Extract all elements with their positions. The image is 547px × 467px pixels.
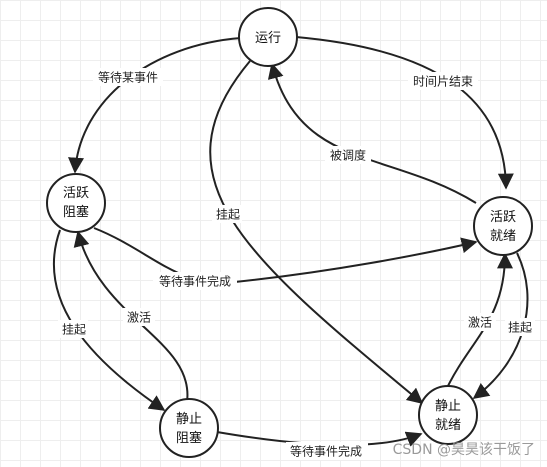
edge-running-to-active-blocked (68, 37, 242, 174)
state-running-label: 运行 (255, 31, 281, 46)
edge-label-scheduled: 被调度 (330, 148, 366, 163)
edge-label-event-complete-static: 等待事件完成 (290, 444, 362, 459)
state-static-blocked-line1: 静止 (176, 412, 202, 427)
edge-label-activate-ready: 激活 (468, 316, 492, 330)
edge-static-blocked-to-active-blocked (73, 230, 189, 403)
edge-label-suspend-ready: 挂起 (508, 321, 532, 335)
state-static-ready-line2: 就绪 (435, 418, 461, 433)
state-active-ready: 活跃 就绪 (473, 196, 533, 256)
state-active-ready-line2: 就绪 (490, 229, 516, 244)
edge-labels: 等待某事件 时间片结束 被调度 挂起 等待事件完成 挂起 激活 激活 挂起 等待… (58, 68, 535, 460)
edge-label-wait-event: 等待某事件 (98, 71, 158, 85)
state-static-blocked-line2: 阻塞 (176, 430, 202, 446)
state-static-ready-line1: 静止 (435, 399, 461, 414)
edge-label-suspend-running: 挂起 (216, 208, 240, 222)
edge-running-to-static-ready (209, 60, 424, 405)
edge-running-to-active-ready (295, 36, 514, 190)
edge-active-blocked-to-active-ready (93, 227, 478, 285)
state-running: 运行 (238, 7, 298, 67)
edge-label-event-complete-active: 等待事件完成 (159, 274, 231, 289)
state-active-blocked-line1: 活跃 (63, 186, 89, 201)
state-static-blocked: 静止 阻塞 (159, 398, 219, 458)
watermark: CSDN @昊昊该干饭了 (392, 442, 535, 458)
state-active-ready-line1: 活跃 (490, 210, 516, 225)
edge-label-time-slice-end: 时间片结束 (413, 75, 473, 89)
edge-label-suspend-blocked: 挂起 (62, 323, 86, 337)
state-static-ready: 静止 就绪 (418, 385, 478, 445)
edge-label-activate-blocked: 激活 (127, 311, 151, 325)
state-active-blocked-line2: 阻塞 (63, 204, 89, 220)
edges (52, 36, 529, 447)
state-active-blocked: 活跃 阻塞 (46, 173, 106, 233)
